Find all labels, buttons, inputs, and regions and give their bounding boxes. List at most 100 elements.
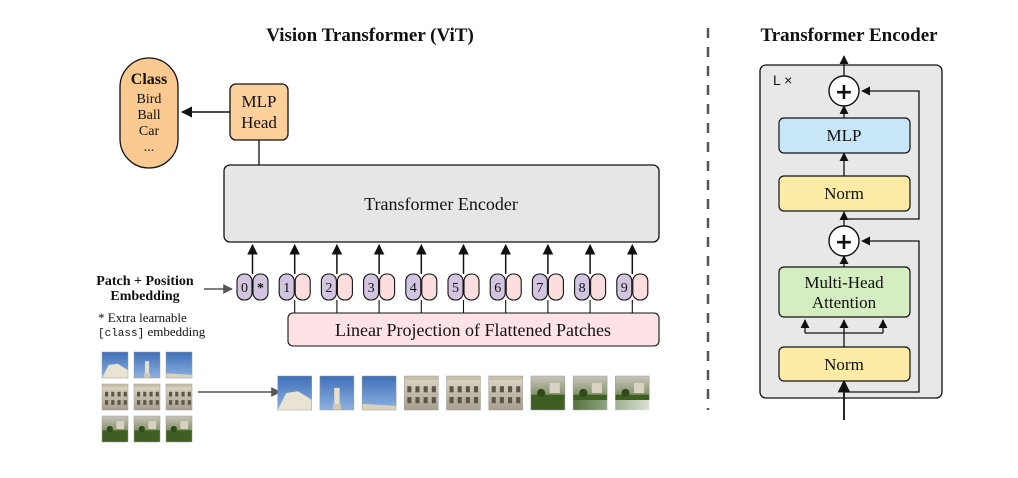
norm-block-bottom: Norm bbox=[778, 346, 911, 382]
image-patch bbox=[530, 375, 566, 411]
image-patch bbox=[133, 415, 161, 443]
position-number: 2 bbox=[325, 281, 332, 296]
position-embedding bbox=[447, 273, 464, 301]
encoder-label: Transformer Encoder bbox=[364, 194, 518, 214]
mlp-block: MLP bbox=[778, 117, 911, 154]
add-circle-bottom: + bbox=[828, 225, 860, 257]
attention-block: Multi-Head Attention bbox=[778, 266, 911, 318]
position-number: 3 bbox=[368, 281, 375, 296]
position-number: 1 bbox=[283, 281, 290, 296]
image-patch bbox=[133, 351, 161, 379]
class-item: Ball bbox=[137, 108, 160, 123]
image-patch bbox=[488, 375, 523, 411]
extra-note-mono: [class] bbox=[98, 328, 144, 340]
extra-note-line2: [class] embedding bbox=[98, 324, 206, 340]
mlp-head-line1: MLP bbox=[242, 92, 277, 111]
repeat-label: L × bbox=[773, 72, 792, 88]
position-number: 0 bbox=[241, 281, 248, 296]
add-symbol: + bbox=[835, 230, 853, 255]
token-pair: 4 bbox=[405, 273, 438, 301]
class-token-embedding bbox=[252, 273, 269, 301]
residual-connection-2 bbox=[844, 86, 920, 220]
image-patch bbox=[101, 351, 129, 379]
norm-block-top: Norm bbox=[778, 175, 911, 212]
transformer-encoder-box: Transformer Encoder bbox=[223, 164, 660, 243]
patch-embedding bbox=[547, 273, 564, 301]
residual-connection-1 bbox=[844, 236, 920, 393]
image-patch bbox=[165, 415, 193, 443]
embedding-label-line2: Embedding bbox=[110, 289, 179, 304]
class-token-marker: * bbox=[257, 281, 264, 296]
image-patch bbox=[361, 375, 397, 411]
projection-output-arrows bbox=[294, 300, 633, 313]
position-embedding bbox=[363, 273, 380, 301]
token-pair: 3 bbox=[363, 273, 396, 301]
position-embedding bbox=[278, 273, 295, 301]
patch-embedding bbox=[294, 273, 311, 301]
position-embedding bbox=[320, 273, 337, 301]
encoder-detail-panel: L × + + MLP Norm bbox=[759, 55, 943, 420]
class-heading: Class bbox=[131, 71, 167, 88]
input-image-grid bbox=[101, 351, 193, 443]
class-item: ... bbox=[144, 140, 155, 155]
add-symbol: + bbox=[835, 80, 853, 105]
image-patch bbox=[165, 351, 193, 379]
vit-title: Vision Transformer (ViT) bbox=[266, 25, 474, 46]
attention-line1: Multi-Head bbox=[804, 273, 884, 292]
patch-embedding bbox=[590, 273, 607, 301]
position-number: 6 bbox=[494, 281, 501, 296]
patch-embedding bbox=[632, 273, 649, 301]
encoder-detail-title: Transformer Encoder bbox=[760, 25, 938, 46]
linear-projection-box: Linear Projection of Flattened Patches bbox=[287, 312, 660, 347]
mlp-head-box: MLP Head bbox=[229, 83, 289, 141]
mlp-label: MLP bbox=[827, 126, 862, 145]
patch-embedding bbox=[463, 273, 480, 301]
position-number: 4 bbox=[410, 281, 417, 296]
patch-embedding bbox=[379, 273, 396, 301]
norm-bottom-label: Norm bbox=[824, 355, 864, 374]
patch-embedding bbox=[336, 273, 353, 301]
projection-label: Linear Projection of Flattened Patches bbox=[335, 320, 611, 340]
position-embedding bbox=[405, 273, 422, 301]
norm-top-label: Norm bbox=[824, 184, 864, 203]
position-number: 9 bbox=[621, 281, 628, 296]
class-item: Car bbox=[139, 124, 160, 139]
token-pair: 8 bbox=[574, 273, 607, 301]
position-embedding bbox=[531, 273, 548, 301]
position-number: 8 bbox=[579, 281, 586, 296]
token-pair: 7 bbox=[531, 273, 564, 301]
image-patch bbox=[277, 375, 312, 411]
token-pair: 9 bbox=[616, 273, 649, 301]
position-embedding bbox=[489, 273, 506, 301]
position-embedding bbox=[574, 273, 591, 301]
patch-embedding bbox=[421, 273, 438, 301]
image-patch bbox=[319, 375, 355, 411]
token-pair: 0* bbox=[236, 273, 269, 301]
embedding-label-line1: Patch + Position bbox=[96, 274, 194, 289]
fade-overlay bbox=[560, 400, 670, 478]
add-circle-top: + bbox=[828, 75, 860, 107]
position-embedding bbox=[236, 273, 253, 301]
attention-line2: Attention bbox=[812, 293, 877, 312]
image-patch bbox=[165, 383, 193, 411]
image-patch bbox=[101, 383, 129, 411]
mlp-head-line2: Head bbox=[241, 113, 277, 132]
position-number: 5 bbox=[452, 281, 459, 296]
position-number: 7 bbox=[536, 281, 543, 296]
token-pair: 1 bbox=[278, 273, 311, 301]
token-pair: 2 bbox=[320, 273, 353, 301]
image-patch bbox=[446, 375, 481, 411]
image-patch bbox=[101, 415, 129, 443]
image-patch bbox=[133, 383, 161, 411]
class-output-box: Class Bird Ball Car ... bbox=[119, 57, 179, 169]
patch-embedding bbox=[505, 273, 522, 301]
token-pair: 5 bbox=[447, 273, 480, 301]
extra-note-line1: * Extra learnable bbox=[98, 310, 187, 325]
class-item: Bird bbox=[137, 92, 162, 107]
token-pair: 6 bbox=[489, 273, 522, 301]
image-patch bbox=[404, 375, 439, 411]
encoder-input-arrows bbox=[247, 243, 638, 274]
extra-note-rest: embedding bbox=[144, 324, 206, 339]
